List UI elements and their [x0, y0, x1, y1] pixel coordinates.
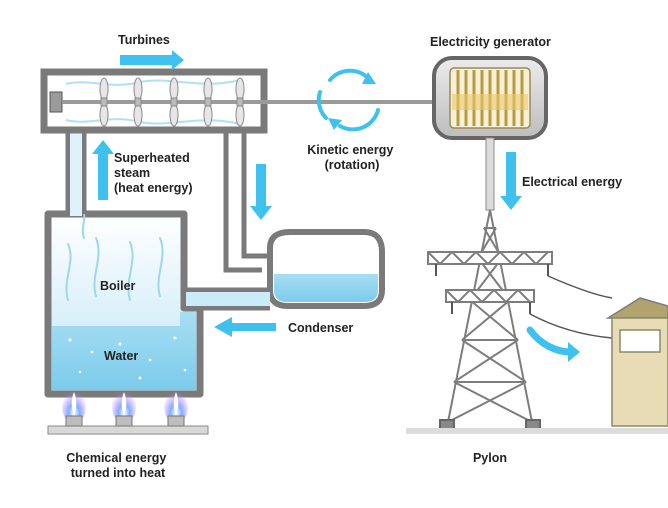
water-bubbles [68, 336, 187, 380]
label-chemical-line1: Chemical energy [66, 451, 166, 465]
flame-icon [62, 388, 86, 427]
turbine-blade-3 [169, 77, 179, 127]
label-superheated-steam: Superheated steam (heat energy) [114, 151, 193, 195]
arrow-left-icon [214, 317, 276, 337]
pylon [427, 209, 553, 431]
label-superheated-line2: steam [114, 166, 150, 180]
flame-icon [164, 388, 188, 427]
label-condenser: Condenser [288, 321, 353, 335]
label-kinetic-energy: Kinetic energy (rotation) [307, 143, 397, 172]
steam-wisps [65, 207, 164, 301]
arrow-right-icon [120, 50, 184, 70]
steam-pipe [65, 130, 87, 216]
label-superheated-line1: Superheated [114, 151, 190, 165]
boiler [44, 207, 204, 398]
power-lines [529, 275, 613, 339]
condenser-water [274, 274, 378, 302]
turbine-blade-2 [133, 77, 143, 127]
turbine-blade-1 [99, 77, 109, 127]
turbine-blade-4 [203, 77, 213, 127]
arrow-up-icon [92, 140, 114, 200]
label-kinetic-energy-line2: (rotation) [325, 158, 380, 172]
return-pipe [184, 287, 270, 311]
condenser [267, 229, 385, 309]
arrow-down-icon [250, 164, 272, 220]
label-pylon: Pylon [473, 451, 507, 465]
label-kinetic-energy-line1: Kinetic energy [307, 143, 393, 157]
turbine-blade-5 [235, 77, 245, 127]
boiler-water [52, 312, 196, 390]
house [605, 297, 668, 427]
generator-cable [485, 137, 495, 211]
flame-icon [112, 388, 136, 427]
label-electricity-generator: Electricity generator [430, 35, 551, 49]
label-chemical-line2: turned into heat [71, 466, 166, 480]
label-water: Water [104, 349, 138, 363]
rotation-arrows-icon [316, 68, 380, 132]
exhaust-pipe [223, 130, 268, 273]
arrow-down-icon [500, 152, 522, 210]
electricity-generator [432, 56, 548, 140]
turbine-blades [99, 77, 245, 127]
burners [47, 388, 209, 435]
label-boiler: Boiler [100, 279, 136, 293]
label-electrical-energy: Electrical energy [522, 175, 622, 189]
arrow-curve-icon [526, 326, 574, 356]
turbine-housing [40, 68, 268, 134]
label-turbines: Turbines [118, 33, 170, 47]
label-superheated-line3: (heat energy) [114, 181, 193, 195]
label-chemical-energy: Chemical energy turned into heat [66, 451, 170, 480]
ground [406, 428, 668, 434]
arrow-head-icon [568, 342, 580, 362]
